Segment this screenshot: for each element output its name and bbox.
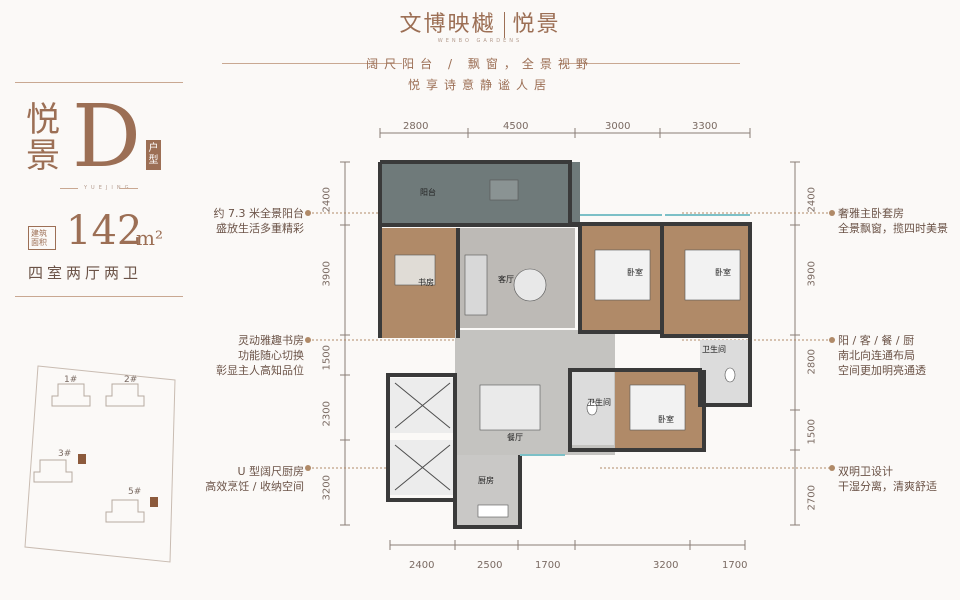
dim-bottom-5: 1700 — [722, 560, 748, 571]
info-rule-bottom — [15, 296, 183, 297]
room-label-balcony: 阳台 — [420, 187, 436, 197]
room-labels: 阳台 书房 客厅 卧室 卧室 卫生间 卫生间 卧室 餐厅 厨房 — [418, 187, 731, 485]
elevator-cross — [394, 382, 451, 491]
slogan-line-2: 悦享诗意静谧人居 — [407, 78, 552, 92]
site-map: 1# 2# 3# 5# — [24, 365, 176, 563]
room-label-bedroom-a: 卧室 — [627, 267, 643, 277]
building-5-highlight — [150, 497, 158, 507]
annotation-bathrooms: 双明卫设计干湿分离，清爽舒适 — [838, 465, 937, 493]
brand-sub-name: 悦景 — [512, 12, 561, 37]
windows — [520, 214, 750, 456]
dim-top-3: 3000 — [605, 121, 631, 132]
room-label-dining: 餐厅 — [507, 433, 523, 442]
area-value: 142 — [66, 208, 143, 254]
room-label-living: 客厅 — [498, 274, 514, 284]
unit-config: 四室两厅两卫 — [28, 264, 143, 282]
annotation-study: 灵动雅趣书房功能随心切换彰显主人高知品位 — [216, 334, 304, 377]
bed-a — [594, 249, 651, 301]
building-2-outline — [105, 383, 145, 407]
building-2-label: 2# — [124, 375, 137, 385]
unit-name-char-1: 悦 — [26, 100, 60, 140]
dim-bottom-4: 3200 — [653, 560, 679, 571]
room-label-bedroom-b: 卧室 — [715, 267, 731, 277]
room-label-bedroom-c: 卧室 — [658, 414, 674, 424]
room-label-bath-b: 卫生间 — [587, 397, 611, 407]
unit-letter: D — [72, 87, 141, 187]
toilet-a — [724, 367, 736, 383]
building-5-label: 5# — [128, 487, 141, 497]
annotation-balcony: 约 7.3 米全景阳台盛放生活多重精彩 — [213, 207, 305, 235]
room-label-kitchen: 厨房 — [478, 475, 494, 485]
unit-type-tag: 户型 — [146, 140, 161, 170]
slogan-rule-left — [222, 63, 402, 64]
balcony-floor — [380, 162, 580, 224]
brand-en: WENBO GARDENS — [437, 38, 523, 44]
en-rule-right — [120, 188, 138, 189]
dim-top-2: 4500 — [503, 121, 529, 132]
dim-top-4: 3300 — [692, 121, 718, 132]
building-1-label: 1# — [64, 375, 77, 385]
area-unit: m² — [136, 226, 163, 250]
site-boundary — [24, 365, 176, 563]
study-desk — [394, 254, 436, 286]
dim-top-1: 2800 — [403, 121, 429, 132]
walls — [378, 160, 752, 529]
unit-en-name: YUEJING — [84, 185, 133, 191]
brand-title: 文博映樾悦景 — [0, 6, 960, 38]
building-1-outline — [51, 383, 91, 407]
building-3-outline — [33, 459, 73, 483]
toilet-b — [586, 400, 598, 416]
sofa — [464, 254, 488, 316]
area-tag: 建筑面积 — [28, 226, 56, 250]
leader-dots — [305, 210, 835, 471]
kitchen-counter — [477, 504, 509, 518]
bath-a-floor — [700, 340, 748, 405]
dining-table — [479, 384, 541, 431]
building-3-label: 3# — [58, 449, 71, 459]
info-rule-top — [15, 82, 183, 83]
coffee-table — [513, 268, 547, 302]
slogan-line-1: 阔尺阳台 / 飘窗，全景视野 — [366, 57, 594, 71]
dimension-lines — [340, 128, 800, 550]
bed-c — [629, 384, 686, 431]
room-label-study: 书房 — [418, 277, 434, 287]
brand-name: 文博映樾 — [399, 12, 496, 37]
slogan-rule-right — [560, 63, 740, 64]
balcony-chair — [489, 179, 519, 201]
building-5-outline — [105, 499, 145, 523]
en-rule-left — [60, 188, 78, 189]
bed-b — [684, 249, 741, 301]
annotation-master-bedroom: 奢雅主卧套房全景飘窗，揽四时美景 — [838, 207, 948, 235]
room-label-bath-a: 卫生间 — [702, 344, 726, 354]
dim-bottom-3: 1700 — [535, 560, 561, 571]
annotation-layout: 阳 / 客 / 餐 / 厨南北向连通布局空间更加明亮通透 — [838, 334, 926, 377]
unit-name-char-2: 景 — [26, 136, 60, 176]
furniture — [394, 179, 741, 518]
dim-bottom-2: 2500 — [477, 560, 503, 571]
building-3-highlight — [78, 454, 86, 464]
annotation-kitchen: U 型阔尺厨房高效烹饪 / 收纳空间 — [205, 465, 304, 493]
dim-bottom-1: 2400 — [409, 560, 435, 571]
